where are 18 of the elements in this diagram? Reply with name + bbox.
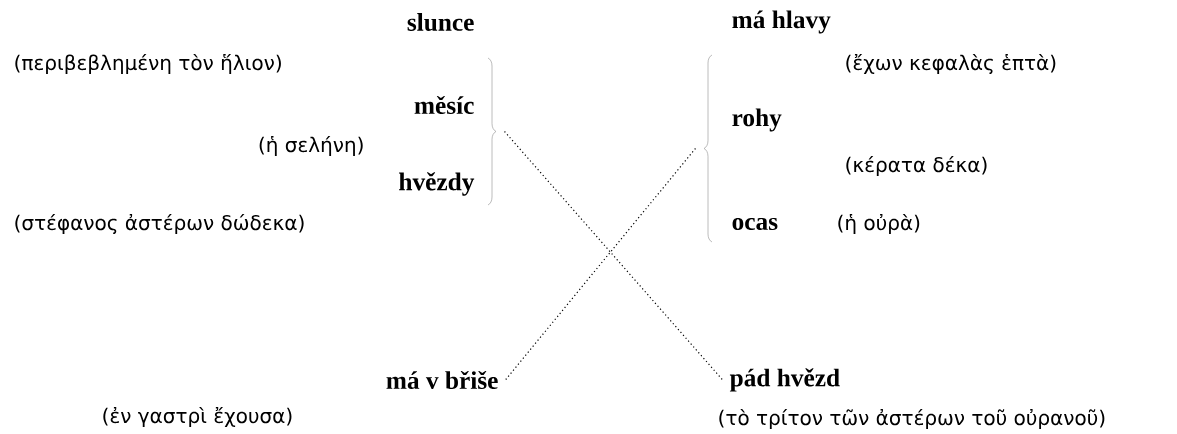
term-label: ocas [732,217,778,231]
term-label: rohy [732,108,782,132]
term-label: má hlavy [732,10,831,34]
greek-label: (τὸ τρίτον τῶν ἀστέρων τοῦ οὐρανοῦ) [719,408,1105,430]
greek-label: (ἡ σελήνη) [259,135,363,157]
greek-label: (ἔχων κεφαλὰς ἑπτὰ) [846,53,1056,75]
greek-label: (στέφανος ἀστέρων δώδεκα) [15,213,304,235]
curly-brace [703,54,713,243]
greek-label: (περιβεβλημένη τὸν ἥλιον) [15,53,281,75]
term-label: má v břiše [386,370,498,390]
curly-brace [487,57,497,206]
greek-label: (ἡ οὐρὰ) [838,213,920,235]
term-label: pád hvězd [729,368,840,392]
term-label: slunce [407,13,474,31]
term-label: hvězdy [399,172,475,196]
greek-label: (ἐν γαστρὶ ἔχουσα) [103,406,292,428]
term-label: měsíc [414,95,474,115]
greek-label: (κέρατα δέκα) [846,155,987,177]
